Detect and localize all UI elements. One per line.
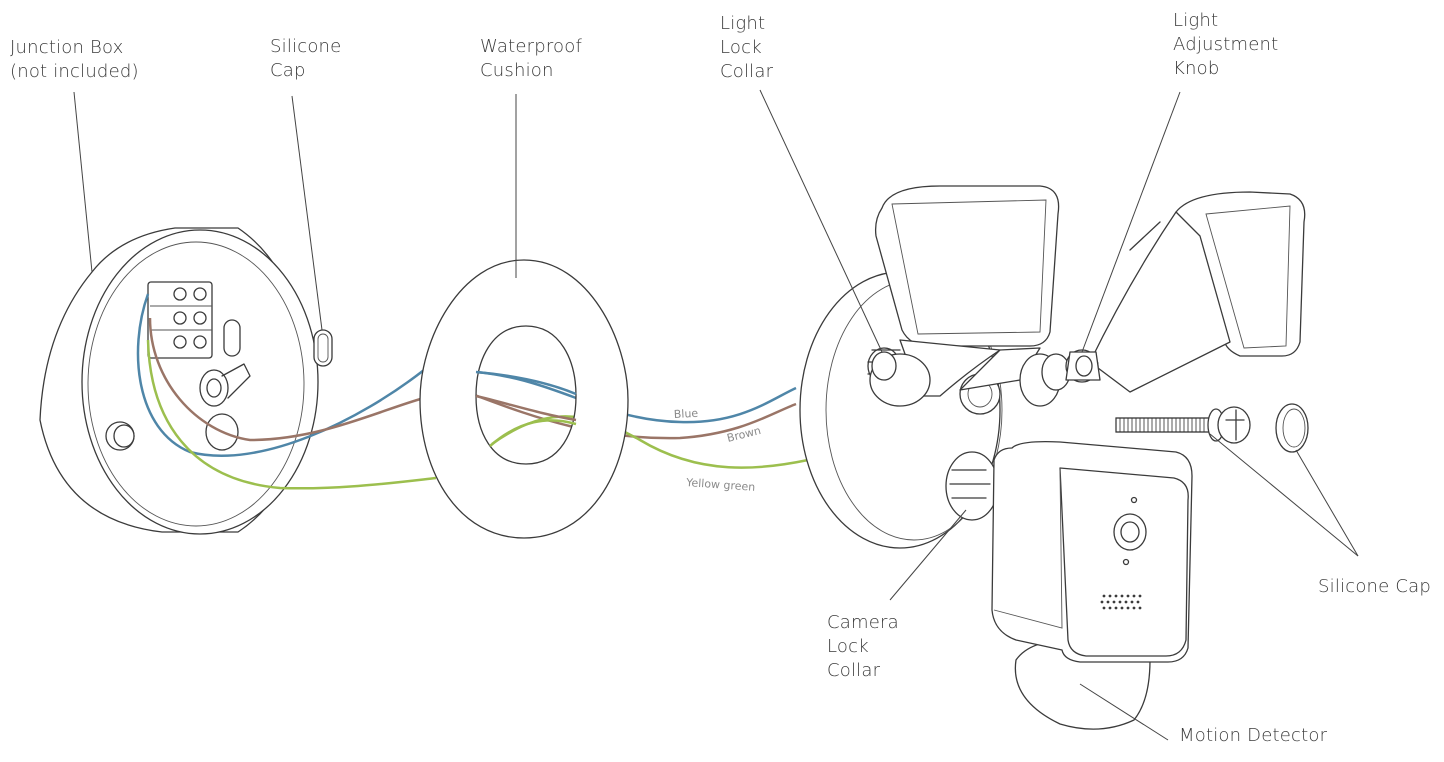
wire-label-brown: Brown <box>726 424 763 445</box>
label-motion-detector: Motion Detector <box>1179 725 1328 746</box>
waterproof-cushion <box>419 259 629 539</box>
wire-yellow-green-box <box>146 339 437 490</box>
leader-lines <box>73 89 1359 741</box>
light-adjustment-knob <box>1065 349 1101 383</box>
terminal-block <box>147 281 213 359</box>
wire-brown-main <box>471 392 797 440</box>
screw-slot <box>223 319 241 357</box>
label-waterproof-cushion: Waterproof Cushion <box>480 36 583 81</box>
label-light-lock-collar: Light Lock Collar <box>720 13 774 82</box>
label-silicone-cap-right: Silicone Cap <box>1318 576 1431 597</box>
speaker-grille <box>1100 594 1142 610</box>
silicone-cap-small <box>313 329 333 367</box>
mounting-screw-long <box>1115 406 1251 444</box>
camera-lock-collar <box>945 451 999 521</box>
junction-box <box>39 227 319 535</box>
label-junction-box: Junction Box (not included) <box>10 37 139 82</box>
label-light-adjustment-knob: Light Adjustment Knob <box>1173 10 1279 79</box>
light-head-right <box>1019 191 1306 407</box>
wire-label-blue: Blue <box>673 407 698 421</box>
label-camera-lock-collar: Camera Lock Collar <box>827 612 899 681</box>
camera <box>945 440 1193 730</box>
wire-label-yellow-green: Yellow green <box>685 476 756 494</box>
wire-yellow-green-main <box>491 415 809 469</box>
wire-brown-box <box>148 317 425 442</box>
silicone-cap-right <box>1275 403 1309 453</box>
label-silicone-cap-left: Silicone Cap <box>270 36 342 81</box>
wire-blue-main <box>475 370 797 424</box>
